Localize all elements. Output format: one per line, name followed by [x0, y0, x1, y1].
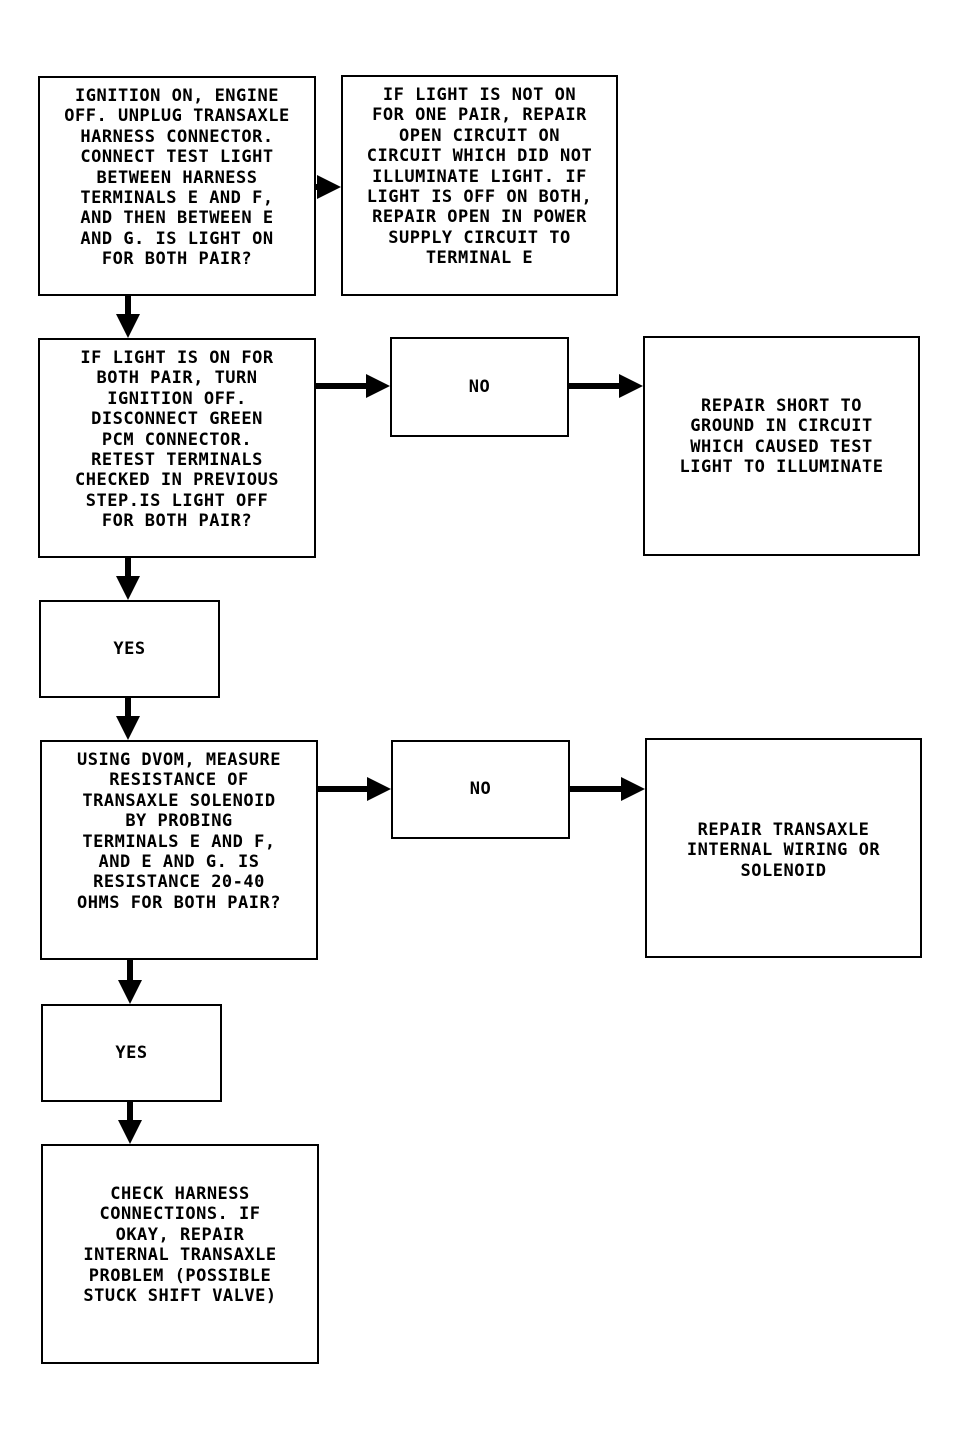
step4-text: CHECK HARNESS CONNECTIONS. IF OKAY, REPA…	[83, 1184, 277, 1307]
no2-label: NO	[469, 779, 492, 800]
yes1-label: YES	[113, 638, 146, 659]
yes1-box: YES	[39, 600, 220, 698]
step2-text: IF LIGHT IS ON FOR BOTH PAIR, TURN IGNIT…	[75, 348, 279, 532]
step1-no-result-box: IF LIGHT IS NOT ON FOR ONE PAIR, REPAIR …	[341, 75, 618, 296]
step4-box: CHECK HARNESS CONNECTIONS. IF OKAY, REPA…	[41, 1144, 319, 1364]
step1-no-result-text: IF LIGHT IS NOT ON FOR ONE PAIR, REPAIR …	[366, 85, 593, 269]
yes2-label: YES	[115, 1042, 148, 1063]
step1-box: IGNITION ON, ENGINE OFF. UNPLUG TRANSAXL…	[38, 76, 316, 296]
step3-box: USING DVOM, MEASURE RESISTANCE OF TRANSA…	[40, 740, 318, 960]
step3-text: USING DVOM, MEASURE RESISTANCE OF TRANSA…	[77, 750, 281, 913]
no1-box: NO	[390, 337, 569, 437]
no2-box: NO	[391, 740, 570, 839]
no1-label: NO	[468, 376, 491, 397]
repair-short-box: REPAIR SHORT TO GROUND IN CIRCUIT WHICH …	[643, 336, 920, 556]
step1-text: IGNITION ON, ENGINE OFF. UNPLUG TRANSAXL…	[64, 86, 290, 270]
yes2-box: YES	[41, 1004, 222, 1102]
repair-short-text: REPAIR SHORT TO GROUND IN CIRCUIT WHICH …	[679, 396, 884, 478]
repair-wiring-text: REPAIR TRANSAXLE INTERNAL WIRING OR SOLE…	[686, 820, 881, 881]
step2-box: IF LIGHT IS ON FOR BOTH PAIR, TURN IGNIT…	[38, 338, 316, 558]
repair-wiring-box: REPAIR TRANSAXLE INTERNAL WIRING OR SOLE…	[645, 738, 922, 958]
